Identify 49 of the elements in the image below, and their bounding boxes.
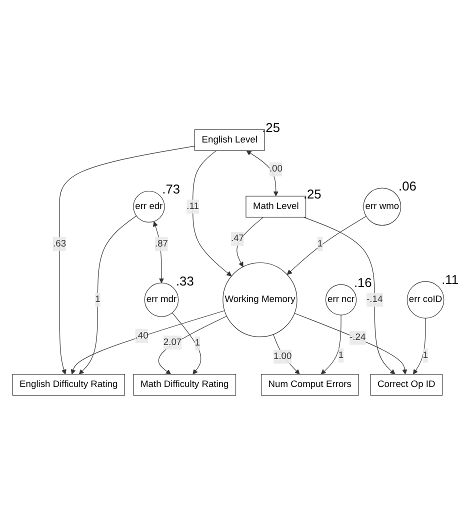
edge-label: 1.00: [273, 351, 292, 362]
edge-label: .00: [269, 164, 282, 174]
node-label: English Level: [202, 134, 258, 144]
arrow: [158, 315, 227, 374]
node-label: Correct Op ID: [378, 379, 436, 390]
edge-label: .40: [135, 330, 148, 340]
edge-label: 2.07: [163, 336, 182, 347]
node-label: err coID: [408, 294, 442, 304]
arrow: [286, 216, 366, 274]
edge-label: -.24: [350, 332, 366, 342]
arrow: [78, 215, 137, 374]
arrow: [153, 220, 164, 283]
arrow: [272, 334, 300, 374]
node-label: Working Memory: [224, 294, 296, 304]
arrow: [236, 216, 264, 267]
edge-label: 1: [95, 294, 100, 304]
edge-label: 1: [338, 350, 344, 360]
arrow: [246, 150, 278, 196]
edge-label: 1: [318, 238, 323, 248]
edge-label: .87: [154, 238, 168, 248]
variance-label: .06: [398, 178, 416, 193]
node-label: Num Comput Errors: [268, 379, 352, 390]
node-label: err edr: [135, 200, 163, 211]
node-label: err mdr: [146, 294, 177, 304]
edge-label: 1: [422, 350, 428, 360]
variance-label: .25: [262, 119, 280, 134]
arrow: [70, 310, 225, 374]
arrow: [320, 314, 342, 374]
variance-label: .11: [442, 271, 458, 286]
variance-label: .25: [303, 186, 322, 202]
edge-label: .63: [53, 238, 66, 248]
variance-label: .73: [162, 181, 180, 196]
node-label: err ncr: [328, 294, 355, 304]
edge-label: .11: [186, 200, 199, 211]
variance-label: .16: [354, 274, 372, 290]
node-label: Math Level: [253, 200, 299, 211]
edge-label: .47: [230, 233, 244, 244]
variance-label: .33: [176, 272, 194, 288]
edge-label: -.14: [366, 294, 383, 304]
arrow: [192, 150, 232, 276]
arrow: [413, 317, 426, 374]
arrow: [172, 312, 202, 374]
node-label: Math Difficulty Rating: [140, 379, 229, 390]
arrow: [294, 312, 408, 374]
arrow: [59, 145, 196, 374]
node-label: err wmo: [365, 200, 400, 211]
arrow: [303, 216, 396, 374]
node-label: English Difficulty Rating: [20, 379, 118, 390]
edge-label: 1: [194, 338, 200, 348]
